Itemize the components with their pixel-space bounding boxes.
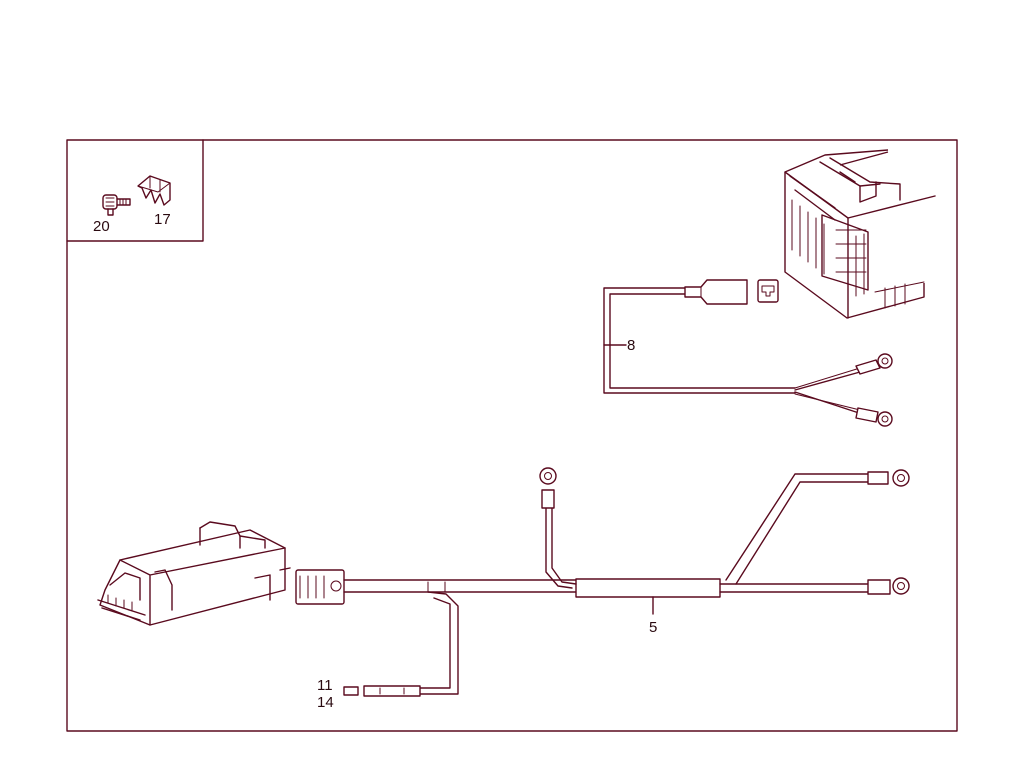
control-unit-icon bbox=[97, 521, 345, 626]
harness-5 bbox=[343, 467, 910, 697]
bolt-20-icon bbox=[102, 194, 131, 216]
diagram-frame bbox=[66, 139, 958, 732]
cable-8 bbox=[603, 279, 893, 427]
callout-20: 20 bbox=[93, 218, 110, 235]
callout-14: 14 bbox=[317, 694, 334, 711]
callout-5: 5 bbox=[649, 619, 657, 636]
callout-11: 11 bbox=[317, 677, 333, 694]
inset-box bbox=[66, 139, 204, 242]
battery-icon bbox=[784, 149, 936, 319]
callout-8: 8 bbox=[627, 337, 635, 354]
clip-17-icon bbox=[137, 175, 171, 206]
callout-17: 17 bbox=[154, 211, 171, 228]
